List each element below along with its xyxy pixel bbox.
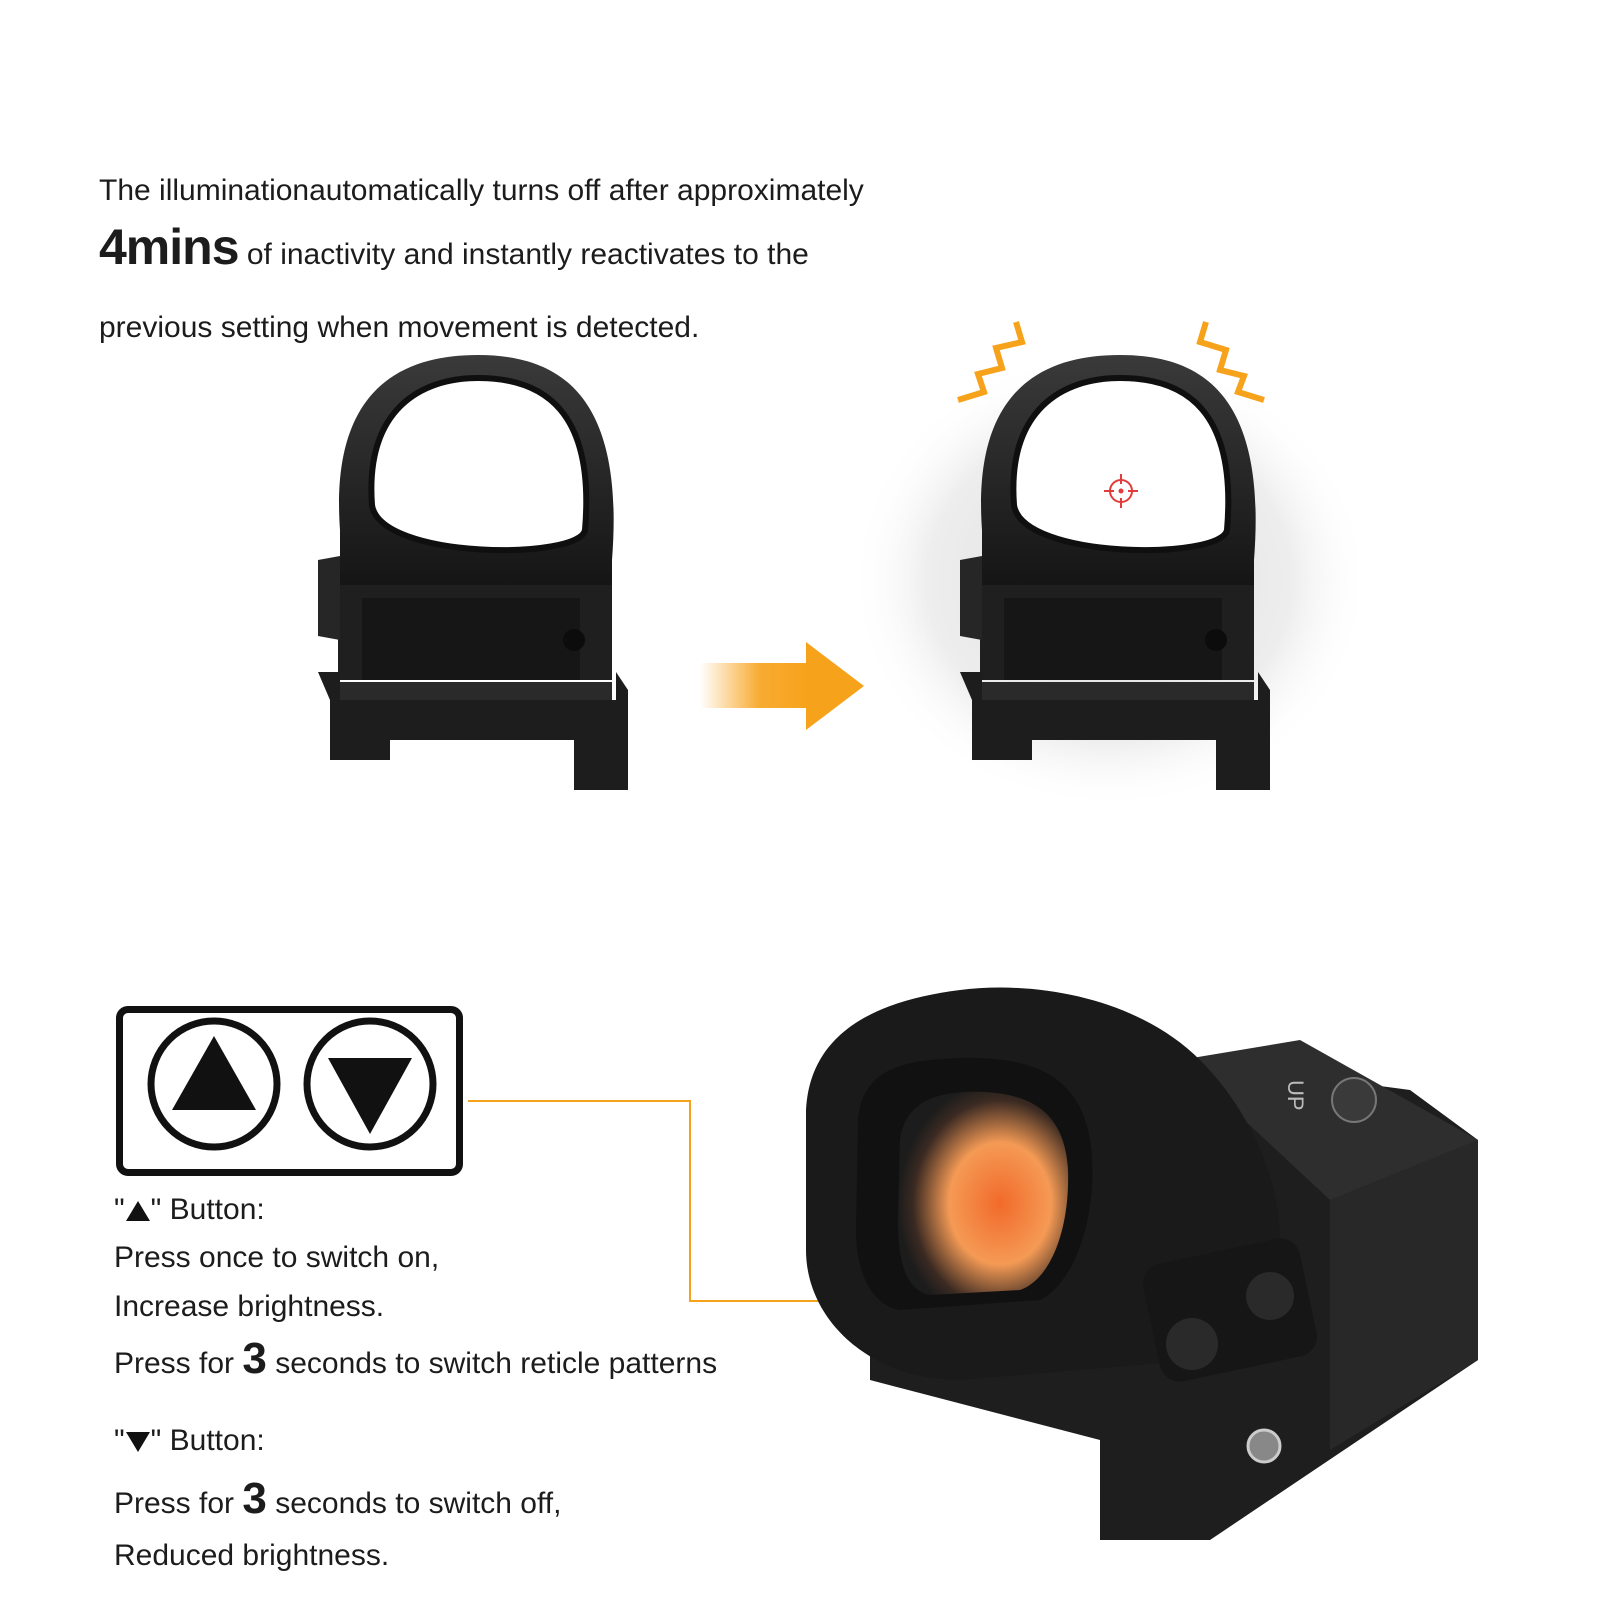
- up-quote-open: ": [114, 1193, 125, 1226]
- intro-line-3: previous setting when movement is detect…: [99, 311, 700, 344]
- triangle-up-icon: [125, 1201, 150, 1222]
- up-line-3-number: 3: [242, 1334, 267, 1383]
- sight-down-button: [1166, 1318, 1218, 1370]
- down-line-1-post: seconds to switch off,: [266, 1487, 562, 1520]
- triangle-up-icon: [147, 1017, 281, 1151]
- intro-line-2-text: of inactivity and instantly reactivates …: [238, 238, 809, 271]
- intro-line-2: 4mins of inactivity and instantly reacti…: [99, 222, 809, 272]
- down-quote-close: " Button:: [150, 1424, 265, 1457]
- sight-up-button: [1246, 1272, 1294, 1320]
- up-line-3-post: seconds to switch reticle patterns: [266, 1347, 718, 1380]
- up-quote-close: " Button:: [150, 1193, 265, 1226]
- triangle-down-icon: [303, 1017, 437, 1151]
- sight-front-view-off: [318, 355, 628, 790]
- down-line-1-pre: Press for: [114, 1487, 243, 1520]
- up-button-line-3: Press for 3 seconds to switch reticle pa…: [114, 1337, 717, 1381]
- intro-line-1: The illuminationautomatically turns off …: [99, 174, 864, 207]
- up-button-label: " " Button:: [114, 1195, 265, 1225]
- button-panel: [116, 1006, 463, 1176]
- triangle-down-icon: [125, 1432, 150, 1453]
- down-button-label: " " Button:: [114, 1426, 265, 1456]
- up-button-line-1: Press once to switch on,: [114, 1241, 440, 1274]
- up-line-3-pre: Press for: [114, 1347, 243, 1380]
- sight-front-view-on: [960, 355, 1270, 790]
- down-quote-open: ": [114, 1424, 125, 1457]
- up-button-line-2: Increase brightness.: [114, 1290, 385, 1323]
- right-arrow-icon: [700, 642, 864, 730]
- down-button-line-1: Press for 3 seconds to switch off,: [114, 1477, 561, 1521]
- down-line-1-number: 3: [242, 1474, 267, 1523]
- motion-zigzag-icon: [957, 321, 1265, 403]
- reticle-crosshair-icon: [1104, 474, 1138, 508]
- sight-perspective-view: UP: [806, 987, 1478, 1540]
- intro-highlight-4mins: 4mins: [99, 219, 240, 275]
- sight-up-marking: UP: [1283, 1080, 1308, 1111]
- down-button-line-2: Reduced brightness.: [114, 1539, 390, 1572]
